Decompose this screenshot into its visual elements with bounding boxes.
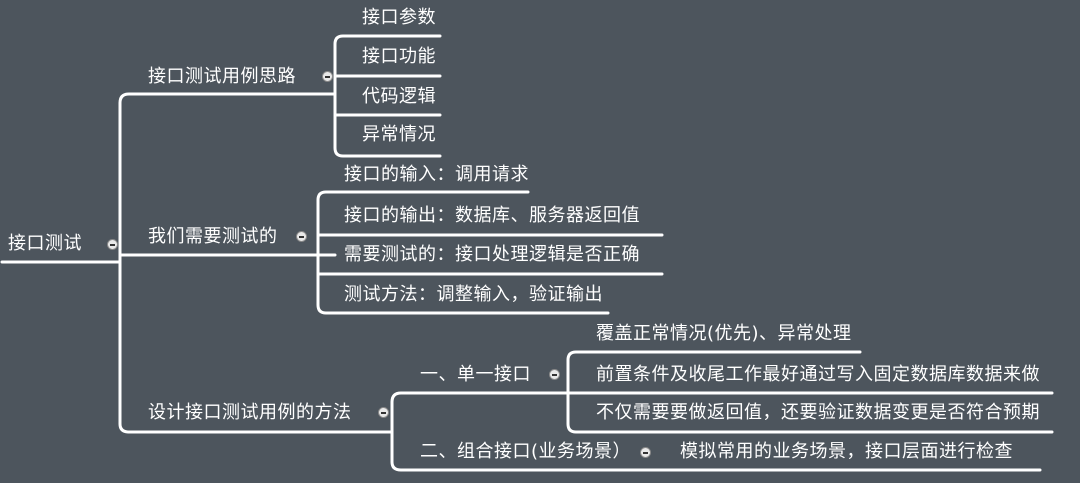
subbranch-1-child-1[interactable]: 覆盖正常情况(优先)、异常处理 xyxy=(596,323,852,344)
branch-topic-3[interactable]: 设计接口测试用例的方法 xyxy=(148,402,352,423)
branch-2-child-4[interactable]: 测试方法：调整输入，验证输出 xyxy=(344,284,603,305)
branch-2-child-2[interactable]: 接口的输出：数据库、服务器返回值 xyxy=(344,205,640,226)
collapse-toggle-icon[interactable] xyxy=(322,71,333,82)
branch-topic-2[interactable]: 我们需要测试的 xyxy=(148,226,278,247)
branch-1-child-1[interactable]: 接口参数 xyxy=(362,7,436,28)
subbranch-1-child-2[interactable]: 前置条件及收尾工作最好通过写入固定数据库数据来做 xyxy=(596,364,1040,385)
subbranch-topic-2[interactable]: 二、组合接口(业务场景） xyxy=(420,441,632,462)
collapse-toggle-icon[interactable] xyxy=(378,407,389,418)
collapse-toggle-icon[interactable] xyxy=(640,447,651,458)
collapse-toggle-icon[interactable] xyxy=(296,231,307,242)
subbranch-2-child-1[interactable]: 模拟常用的业务场景，接口层面进行检查 xyxy=(680,441,1013,462)
branch-1-child-4[interactable]: 异常情况 xyxy=(362,124,436,145)
branch-2-child-3[interactable]: 需要测试的：接口处理逻辑是否正确 xyxy=(344,244,640,265)
collapse-toggle-icon[interactable] xyxy=(107,239,118,250)
collapse-toggle-icon[interactable] xyxy=(549,369,560,380)
branch-1-child-3[interactable]: 代码逻辑 xyxy=(362,86,436,107)
branch-1-child-2[interactable]: 接口功能 xyxy=(362,46,436,67)
root-topic[interactable]: 接口测试 xyxy=(8,233,82,254)
branch-topic-1[interactable]: 接口测试用例思路 xyxy=(148,66,296,87)
subbranch-1-child-3[interactable]: 不仅需要要做返回值，还要验证数据变更是否符合预期 xyxy=(596,402,1040,423)
branch-2-child-1[interactable]: 接口的输入：调用请求 xyxy=(344,164,529,185)
subbranch-topic-1[interactable]: 一、单一接口 xyxy=(420,364,531,385)
